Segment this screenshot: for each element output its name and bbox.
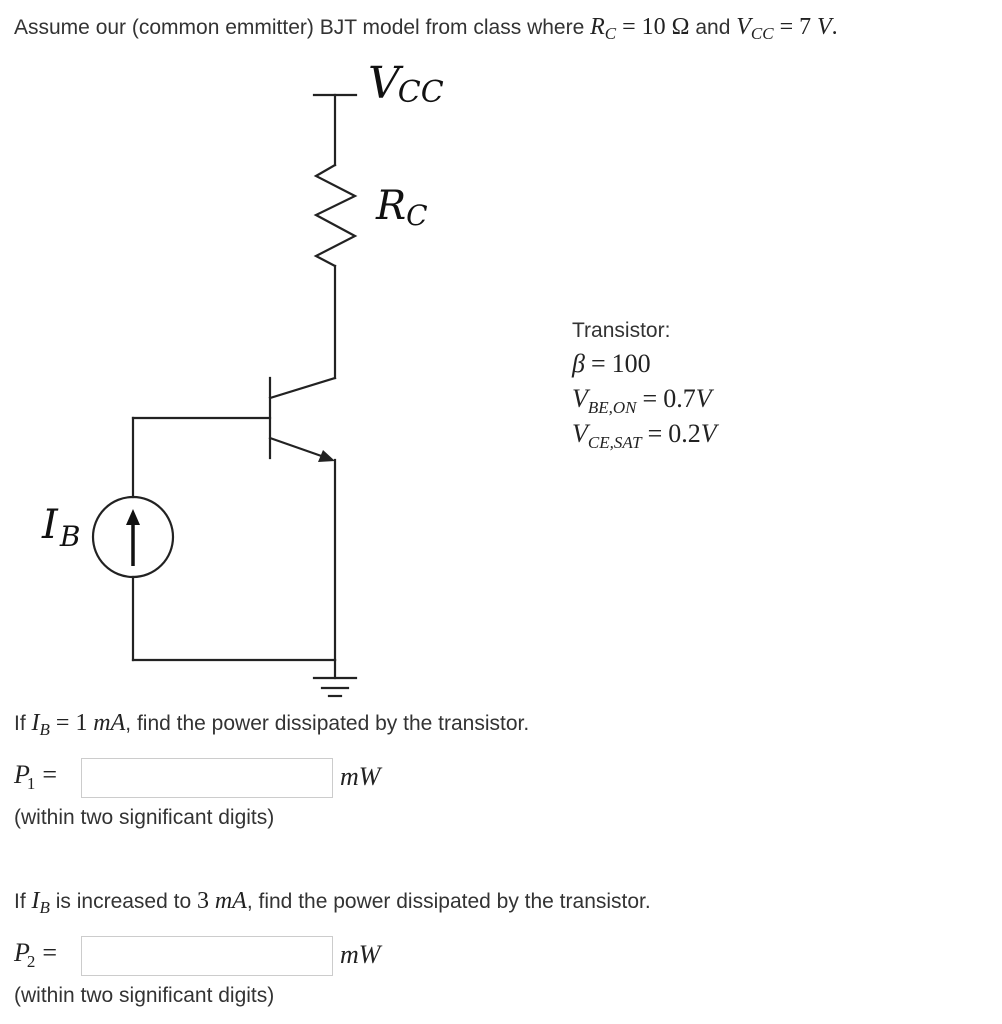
vbe-unit: V — [695, 384, 712, 413]
vce-subscript: CE,SAT — [587, 433, 642, 452]
vce-value: 0.2 — [668, 419, 701, 448]
question-2-text: If IB is increased to 3 mA, find the pow… — [14, 888, 651, 917]
q1-ib-subscript: B — [39, 720, 50, 739]
circuit-diagram — [91, 93, 358, 698]
vce-row: VCE,SAT=0.2V — [572, 416, 717, 452]
q2-prefix: If — [14, 890, 32, 913]
transistor-params: Transistor: β=100 VBE,ON=0.7V VCE,SAT=0.… — [572, 316, 717, 452]
q2-ib-subscript: B — [39, 898, 50, 917]
q2-suffix: , find the power dissipated by the trans… — [246, 890, 651, 913]
rc-label: RC — [376, 183, 428, 232]
intro-period: . — [831, 14, 838, 40]
vcc-subscript: CC — [750, 24, 774, 43]
beta-symbol: β — [572, 349, 585, 378]
p2-hint: (within two significant digits) — [14, 984, 275, 1007]
vbe-symbol: V — [572, 384, 588, 413]
problem-intro: Assume our (common emmitter) BJT model f… — [14, 14, 838, 43]
q2-middle: is increased to — [49, 890, 197, 913]
q1-equals: = — [55, 710, 70, 736]
q1-ib-symbol: I — [31, 710, 40, 736]
p1-answer-input[interactable] — [81, 758, 333, 798]
up-arrow-icon — [126, 509, 140, 525]
resistor-icon — [313, 163, 358, 268]
vcc-value: 7 — [799, 14, 812, 40]
vbe-row: VBE,ON=0.7V — [572, 381, 717, 417]
ib-label: IB — [42, 502, 80, 553]
ib-label-main: I — [42, 502, 58, 548]
beta-equals: = — [590, 349, 606, 378]
p2-equals: = — [42, 938, 58, 967]
q1-suffix: , find the power dissipated by the trans… — [125, 712, 530, 735]
rc-symbol: R — [590, 14, 605, 40]
vcc-symbol: V — [736, 14, 751, 40]
intro-and: and — [689, 16, 737, 39]
p1-symbol: P — [14, 760, 30, 789]
ib-label-sub: B — [59, 520, 81, 553]
q2-ib-symbol: I — [31, 888, 40, 914]
params-title: Transistor: — [572, 319, 671, 342]
q2-unit: mA — [214, 888, 247, 914]
vcc-equals: = — [779, 14, 794, 40]
p1-equals: = — [42, 760, 58, 789]
p2-unit: mW — [340, 940, 381, 969]
q1-unit: mA — [93, 710, 126, 736]
p1-label: P1 = — [14, 760, 58, 793]
vcc-label-main: V — [368, 58, 400, 109]
q1-prefix: If — [14, 712, 32, 735]
vbe-value: 0.7 — [663, 384, 696, 413]
vce-equals: = — [647, 419, 663, 448]
p1-subscript: 1 — [26, 774, 36, 793]
vce-unit: V — [700, 419, 717, 448]
rc-label-sub: C — [406, 199, 428, 232]
rc-subscript: C — [604, 24, 617, 43]
rc-value: 10 Ω — [641, 14, 690, 40]
p1-hint: (within two significant digits) — [14, 806, 275, 829]
vcc-label: VCC — [368, 58, 446, 110]
vce-symbol: V — [572, 419, 588, 448]
beta-row: β=100 — [572, 346, 717, 381]
vbe-subscript: BE,ON — [587, 398, 637, 417]
vcc-unit: V — [816, 14, 832, 40]
q1-value: 1 — [75, 710, 88, 736]
rc-equals: = — [622, 14, 636, 40]
p2-symbol: P — [14, 938, 30, 967]
beta-value: 100 — [611, 349, 651, 378]
p2-answer-input[interactable] — [81, 936, 333, 976]
vbe-equals: = — [642, 384, 658, 413]
p2-subscript: 2 — [26, 952, 36, 971]
emitter-arrow-icon — [318, 450, 335, 462]
rc-label-main: R — [376, 183, 407, 229]
vcc-label-sub: CC — [397, 75, 444, 110]
q2-value: 3 — [196, 888, 209, 914]
intro-text: Assume our (common emmitter) BJT model f… — [14, 16, 591, 39]
p1-unit: mW — [340, 762, 381, 791]
question-1-text: If IB =1 mA, find the power dissipated by… — [14, 710, 530, 739]
p2-label: P2 = — [14, 938, 58, 971]
